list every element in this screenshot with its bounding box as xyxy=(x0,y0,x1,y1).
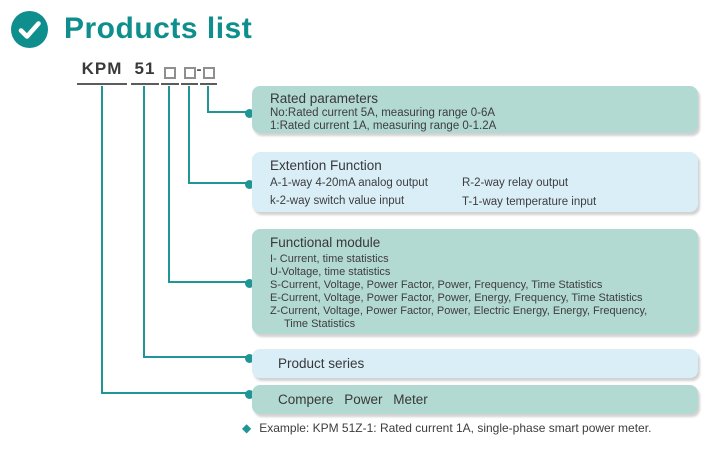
connector-dot-icon xyxy=(245,109,254,118)
callout-product-series: Product series xyxy=(252,349,698,378)
placeholder-square-icon xyxy=(183,67,196,79)
callout-line: U-Voltage, time statistics xyxy=(270,266,391,278)
connector-functional-module xyxy=(168,86,246,283)
callout-line: Z-Current, Voltage, Power Factor, Power,… xyxy=(270,305,648,317)
model-segment-extention-function xyxy=(181,59,198,85)
connector-extention-function xyxy=(188,86,246,184)
callout-title: Compere Power Meter xyxy=(278,392,428,407)
connector-dot-icon xyxy=(245,354,254,363)
callout-compere-power-meter: Compere Power Meter xyxy=(252,385,698,414)
connector-compere-power-meter xyxy=(101,86,246,394)
connector-rated-parameters xyxy=(207,86,246,113)
model-segment-functional-module xyxy=(161,59,179,85)
callout-line: S-Current, Voltage, Power Factor, Power,… xyxy=(270,279,603,291)
placeholder-square-icon xyxy=(164,67,176,79)
callout-rated-parameters: Rated parameters No:Rated current 5A, me… xyxy=(252,86,698,133)
diamond-bullet-icon: ◆ xyxy=(242,421,252,435)
model-segment-series: 51 xyxy=(131,59,159,85)
example-text: Example: KPM 51Z-1: Rated current 1A, si… xyxy=(259,421,652,435)
model-separator: - xyxy=(196,61,202,78)
callout-line: R-2-way relay output xyxy=(462,177,569,189)
callout-title: Product series xyxy=(278,356,365,371)
connector-dot-icon xyxy=(245,279,254,288)
callout-functional-module: Functional module I- Current, time stati… xyxy=(252,229,698,334)
connector-product-series xyxy=(143,86,246,358)
page-title: Products list xyxy=(64,12,253,45)
callout-title: Rated parameters xyxy=(270,91,379,106)
callout-line: T-1-way temperature input xyxy=(462,196,597,208)
callout-line: Time Statistics xyxy=(284,318,356,330)
check-icon xyxy=(11,11,48,48)
connector-dot-icon xyxy=(245,180,254,189)
callout-line: I- Current, time statistics xyxy=(270,253,389,265)
callout-title: Extention Function xyxy=(270,158,382,173)
callout-title: Functional module xyxy=(270,235,381,250)
callout-line: k-2-way switch value input xyxy=(270,195,405,207)
callout-line: A-1-way 4-20mA analog output xyxy=(270,177,428,189)
connector-dot-icon xyxy=(245,390,254,399)
callout-line: 1:Rated current 1A, measuring range 0-1.… xyxy=(270,120,497,132)
placeholder-square-icon xyxy=(202,67,215,79)
callout-line: No:Rated current 5A, measuring range 0-6… xyxy=(270,107,496,119)
callout-extention-function: Extention Function A-1-way 4-20mA analog… xyxy=(252,152,698,212)
callout-line: E-Current, Voltage, Power Factor, Power,… xyxy=(270,292,643,304)
model-segment-rated-parameters xyxy=(200,59,217,85)
model-segment-kpm: KPM xyxy=(77,59,127,85)
example-note: ◆ Example: KPM 51Z-1: Rated current 1A, … xyxy=(242,421,651,435)
